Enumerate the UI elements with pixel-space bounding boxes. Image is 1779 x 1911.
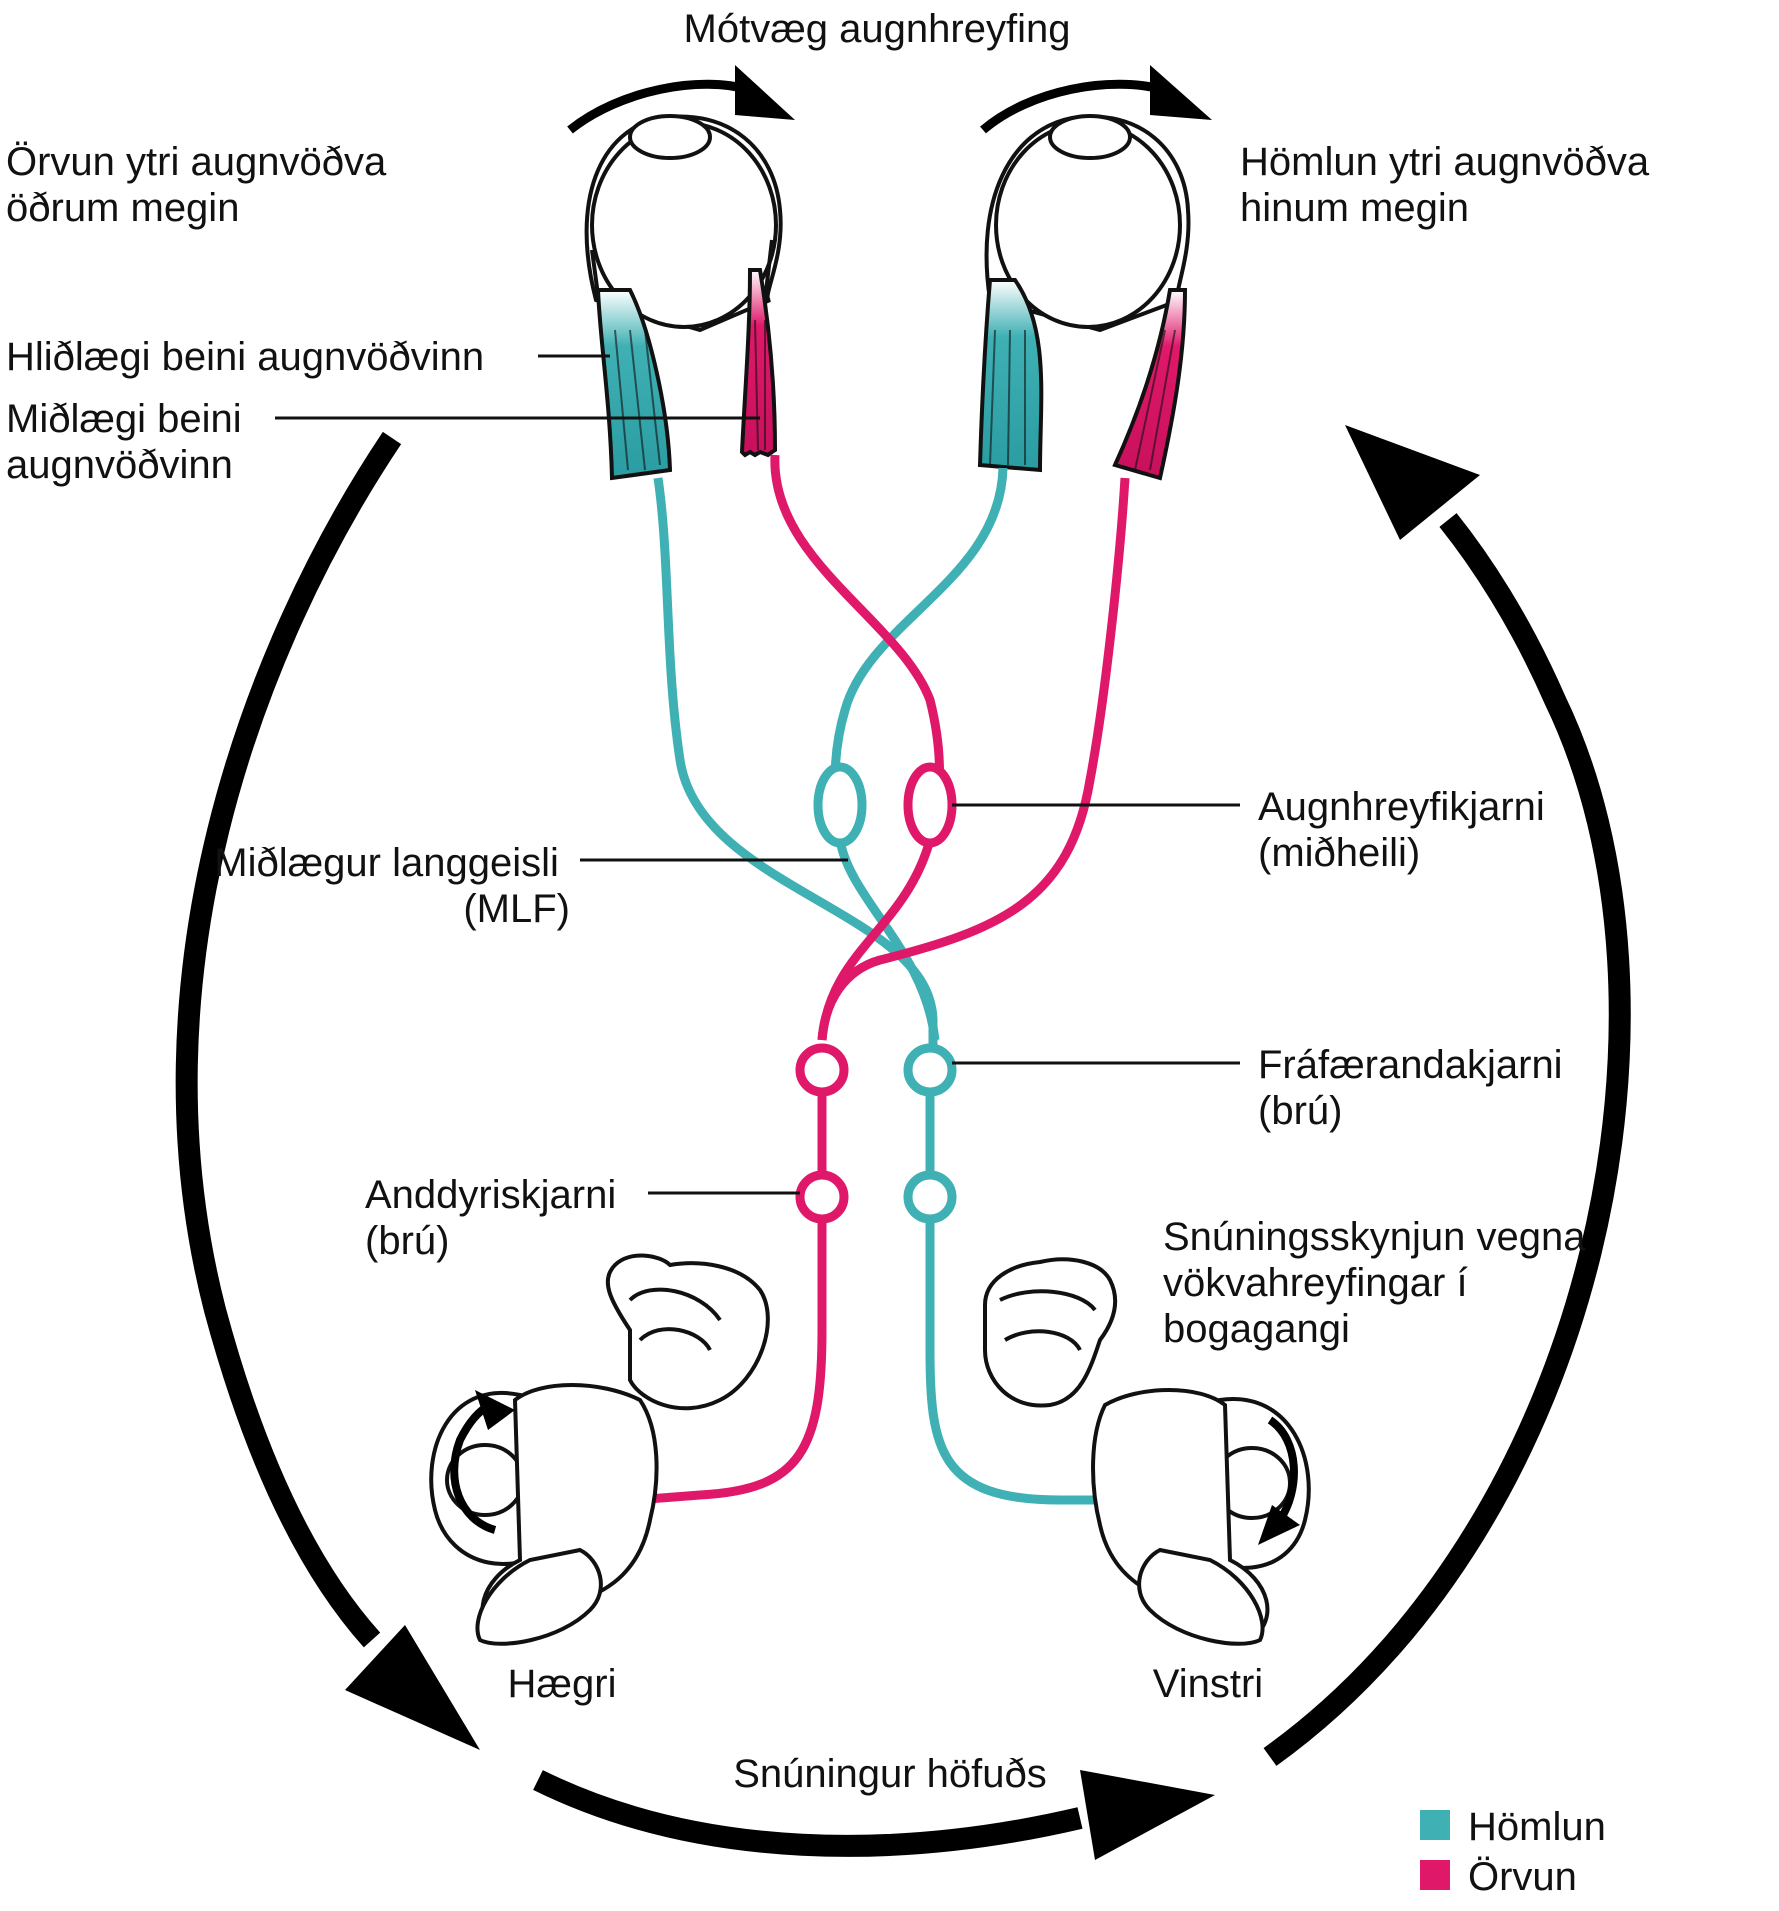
right-cornea [628, 114, 712, 160]
excitation-path-2 [817, 477, 1130, 1041]
label-right-ear: Hægri [508, 1662, 617, 1706]
label-excitation-side: Örvun ytri augnvöðva öðrum megin [6, 140, 397, 230]
label-oculomotor: Augnhreyfikjarni (miðheili) [1258, 785, 1556, 875]
right-inner-ear [429, 1253, 770, 1646]
vestibular-nucleus-inhibition [903, 1170, 957, 1224]
left-arc-arrow [175, 431, 402, 1648]
right-medial-rectus-muscle [739, 268, 778, 458]
oculomotor-nucleus-excitation [903, 762, 957, 848]
right-arc-arrow [1263, 513, 1631, 1766]
right-arrowhead [1345, 425, 1480, 540]
legend-swatch-inhibition [1420, 1810, 1450, 1840]
bottom-arc-arrow [533, 1770, 1083, 1857]
abducens-nucleus-inhibition [903, 1043, 957, 1097]
bottom-arrowhead [1080, 1770, 1215, 1860]
left-inner-ear [983, 1257, 1311, 1646]
left-cornea [1048, 114, 1132, 160]
label-abducens: Fráfærandakjarni (brú) [1258, 1043, 1574, 1133]
inhibition-path-1 [653, 477, 938, 1060]
head-rotation-arrows [175, 431, 1631, 1857]
right-eye [584, 114, 783, 333]
label-left-ear: Vinstri [1153, 1662, 1263, 1706]
label-vestibular: Anddyriskjarni (brú) [365, 1173, 627, 1263]
legend: Hömlun Örvun [1420, 1805, 1606, 1899]
left-eye [984, 114, 1191, 333]
left-eye-rotation-arrowhead [1150, 65, 1212, 120]
leader-lines [275, 354, 1240, 1195]
oculomotor-nucleus-inhibition [813, 762, 867, 848]
abducens-nucleus-excitation [795, 1043, 849, 1097]
left-lower-canal [1137, 1547, 1265, 1646]
left-eye-rotation-arrow [980, 79, 1167, 134]
left-ear-fluid-arrow [1267, 1416, 1298, 1523]
left-ear-fluid-arrowhead [1258, 1505, 1300, 1545]
diagram-title: Mótvæg augnhreyfing [684, 7, 1071, 51]
nuclei [795, 762, 957, 1224]
legend-label-inhibition: Hömlun [1468, 1805, 1606, 1849]
left-arrowhead [345, 1625, 480, 1750]
right-ear-fluid-arrow [450, 1401, 497, 1534]
right-eye-rotation-arrowhead [735, 65, 795, 120]
inhibition-path-3 [925, 1200, 1180, 1505]
head-rotation-arrowheads [345, 425, 1480, 1860]
right-ear-fluid-arrowhead [475, 1390, 515, 1430]
excitation-path-4 [569, 1200, 827, 1510]
label-medial-rectus: Miðlægi beini augnvöðvinn [6, 397, 253, 487]
right-lower-canal [475, 1547, 603, 1646]
legend-label-excitation: Örvun [1468, 1855, 1577, 1899]
vestibular-nucleus-excitation [795, 1170, 849, 1224]
right-eye-rotation-arrow [567, 79, 752, 134]
label-head-rotation: Snúningur höfuðs [733, 1752, 1047, 1796]
left-medial-rectus-muscle [1112, 288, 1188, 481]
legend-swatch-excitation [1420, 1860, 1450, 1890]
label-lateral-rectus: Hliðlægi beini augnvöðvinn [6, 335, 484, 379]
label-inhibition-side: Hömlun ytri augnvöðva hinum megin [1240, 140, 1660, 230]
label-mlf: Miðlægur langgeisli (MLF) [214, 841, 570, 931]
label-rotation-sense: Snúningsskynjun vegna vökvahreyfingar í … [1163, 1215, 1597, 1351]
eye-rotation-arrows [567, 79, 1167, 134]
